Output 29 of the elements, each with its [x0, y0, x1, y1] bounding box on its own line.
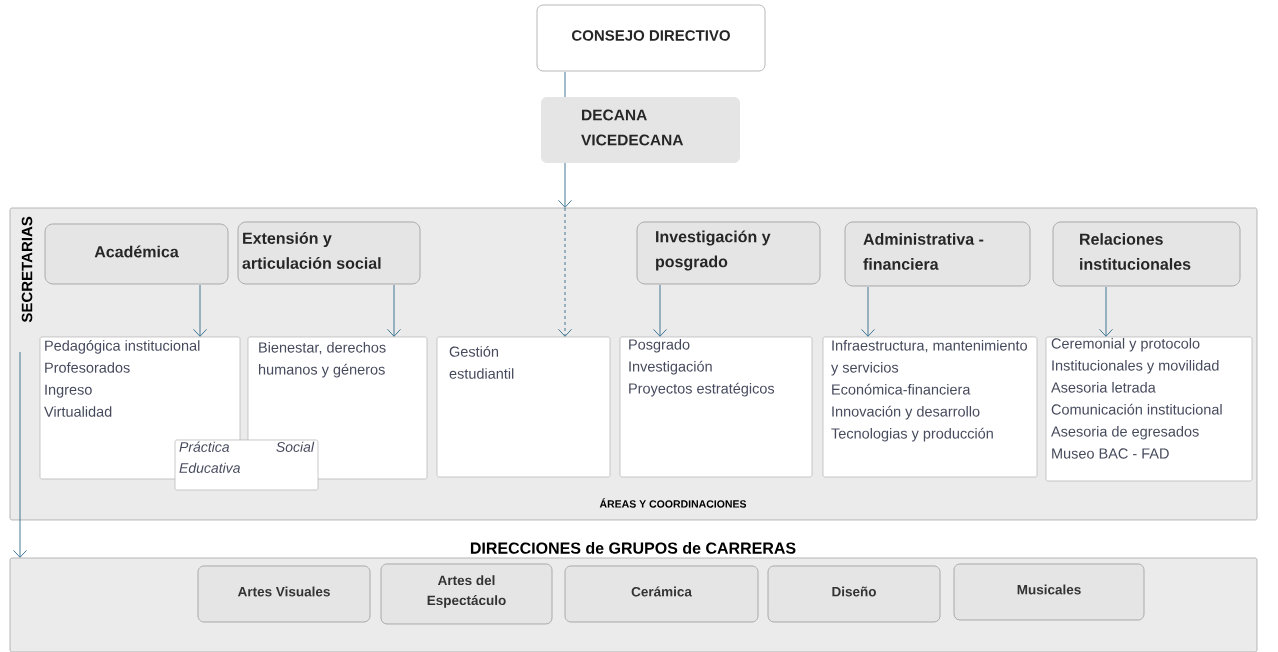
note-box: Práctica Social Educativa — [174, 439, 319, 491]
career-box: Artes Visuales — [197, 565, 371, 623]
career-box: Artes del Espectáculo — [380, 563, 553, 625]
panel-label: ÁREAS Y COORDINACIONES — [599, 498, 747, 508]
arrow — [387, 284, 401, 337]
arrow — [193, 284, 207, 337]
connector-line — [564, 71, 566, 98]
arrow — [1099, 286, 1113, 337]
org-box: CONSEJO DIRECTIVO — [536, 4, 766, 72]
area-list-box: Gestión estudiantil — [436, 336, 611, 478]
arrow — [558, 162, 572, 208]
area-list-box: Infraestructura, mantenimiento y servicios Económica-financiera Innovación y desarrollo Tecnologias y producción — [822, 336, 1038, 478]
secretariat-box: Investigación y posgrado — [636, 221, 821, 285]
vertical-label: SECRETARIAS — [21, 216, 33, 323]
area-list-box: Posgrado Investigación Proyectos estratégicos — [619, 336, 813, 478]
career-box: Diseño — [767, 565, 941, 623]
arrow — [13, 351, 27, 558]
secretariat-box: Administrativa - financiera — [844, 221, 1031, 287]
org-box: DECANA VICEDECANA — [541, 97, 740, 163]
area-list-box: Ceremonial y protocolo Institucionales y movilidad Asesoria letrada Comunicación institucional Asesoria de egresados Museo BAC - FAD — [1045, 336, 1253, 482]
career-box: Musicales — [953, 563, 1145, 621]
arrow — [558, 207, 572, 337]
arrow — [861, 286, 875, 337]
secretariat-box: Académica — [44, 223, 229, 285]
arrow — [653, 284, 667, 337]
section-heading: DIRECCIONES de GRUPOS de CARRERAS — [470, 542, 796, 554]
secretariat-box: Extensión y articulación social — [237, 221, 421, 285]
career-box: Cerámica — [564, 565, 759, 623]
secretariat-box: Relaciones institucionales — [1052, 221, 1241, 287]
